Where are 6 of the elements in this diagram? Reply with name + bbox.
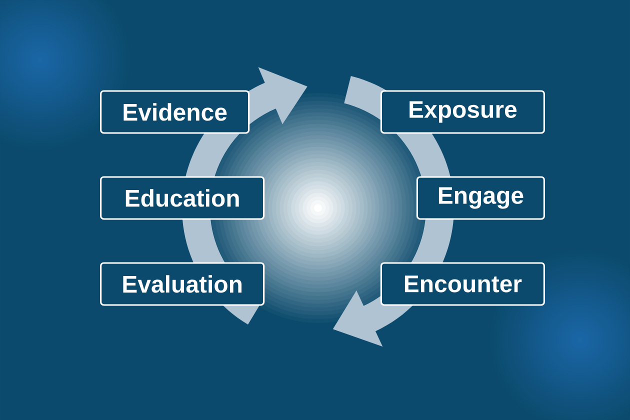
label-box: Evaluation <box>100 262 265 306</box>
label-box: Education <box>100 176 265 220</box>
label-box: Encounter <box>380 262 545 306</box>
label-box: Exposure <box>380 90 545 134</box>
label-box: Engage <box>416 176 545 220</box>
label-box: Evidence <box>100 90 250 134</box>
